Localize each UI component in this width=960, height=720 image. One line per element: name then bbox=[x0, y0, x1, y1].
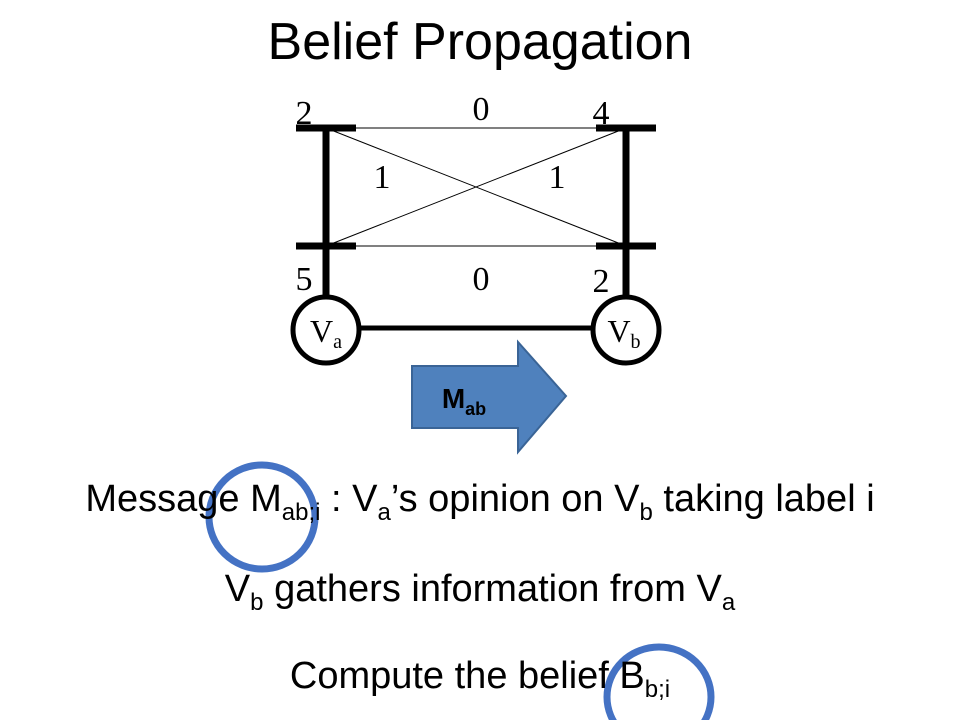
unary-b-top: 4 bbox=[593, 95, 610, 132]
edge-cross-2 bbox=[325, 127, 627, 247]
node-a-circle bbox=[290, 294, 362, 366]
pairwise-cross-left: 1 bbox=[374, 159, 391, 196]
gather-statement: Vb gathers information from Va bbox=[224, 568, 736, 616]
message-definition: Message Mab;i : Va’s opinion on Vb takin… bbox=[85, 478, 875, 526]
slide-title: Belief Propagation bbox=[267, 13, 693, 71]
message-arrow-label: Mab bbox=[442, 383, 486, 419]
unary-a-bottom: 5 bbox=[296, 261, 313, 298]
message-arrow bbox=[411, 339, 568, 455]
unary-a-top: 2 bbox=[296, 95, 313, 132]
node-a-label: Va bbox=[310, 313, 342, 353]
highlight-circle-message bbox=[205, 461, 319, 573]
unary-b-bottom: 2 bbox=[593, 263, 610, 300]
pairwise-cross-right: 1 bbox=[549, 159, 566, 196]
compute-statement: Compute the belief Bb;i bbox=[289, 655, 671, 703]
pairwise-top: 0 bbox=[473, 91, 490, 128]
pairwise-bottom: 0 bbox=[473, 261, 490, 298]
highlight-circle-belief bbox=[603, 643, 715, 720]
node-b-circle bbox=[590, 294, 662, 366]
node-b-label: Vb bbox=[607, 313, 640, 353]
